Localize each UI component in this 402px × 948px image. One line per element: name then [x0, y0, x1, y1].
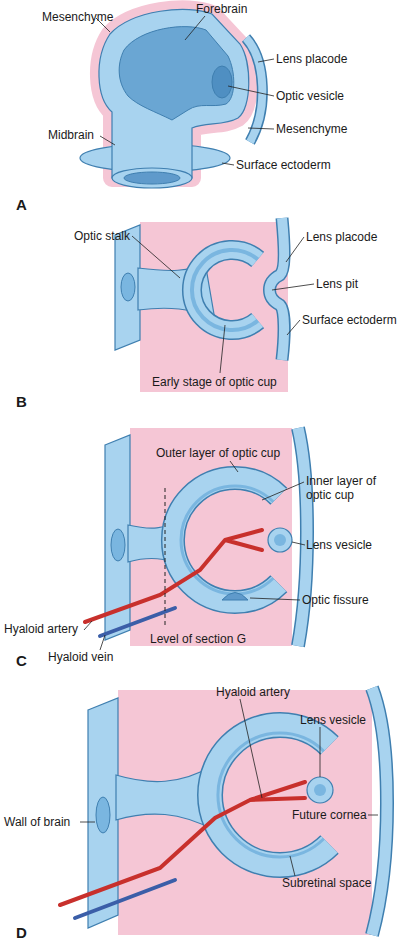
- panel-letter: B: [16, 393, 27, 410]
- panel-letter: C: [16, 652, 27, 669]
- part-label: Surface ectoderm: [302, 313, 397, 327]
- part-label: Surface ectoderm: [236, 158, 331, 172]
- cornea-edge: [372, 688, 387, 935]
- leader-line: [290, 856, 295, 876]
- part-label: Lens vesicle: [300, 713, 366, 727]
- leader-line: [100, 635, 105, 650]
- stalk-lumen: [96, 797, 110, 833]
- forebrain-cavity: [119, 27, 234, 120]
- part-label: Hyaloid artery: [216, 685, 290, 699]
- part-label: Level of section G: [150, 632, 246, 646]
- part-label: Early stage of optic cup: [152, 375, 277, 389]
- part-label: Hyaloid vein: [48, 650, 113, 664]
- leader-line: [368, 815, 378, 816]
- leader-line: [185, 16, 205, 40]
- stalk-lumen: [111, 529, 125, 561]
- part-label: Mesenchyme: [276, 122, 347, 136]
- ectoderm-edge: [246, 38, 262, 142]
- leader-line: [80, 822, 95, 823]
- part-label: Optic stalk: [74, 229, 130, 243]
- leader-line: [287, 320, 300, 335]
- mesenchyme-halo: [99, 9, 249, 178]
- lens-vesicle: [307, 777, 333, 803]
- leader-lines: [80, 16, 378, 876]
- stalk-lumen: [121, 273, 135, 301]
- part-label: Hyaloid artery: [4, 622, 78, 636]
- part-label: Optic vesicle: [276, 89, 344, 103]
- lens-vesicle: [268, 528, 292, 552]
- leader-line: [132, 236, 180, 278]
- leader-line: [286, 237, 304, 262]
- leader-line: [220, 325, 225, 373]
- leader-line: [228, 86, 274, 96]
- part-label: Lens pit: [316, 277, 358, 291]
- optic-cup: [192, 250, 258, 330]
- hyaloid-vein: [75, 880, 175, 918]
- optic-cup-edge: [192, 250, 258, 330]
- brain-tube: [99, 9, 249, 178]
- section-line: [165, 488, 166, 628]
- midbrain-lumen: [124, 172, 180, 184]
- leader-line: [248, 128, 274, 129]
- leader-line: [100, 136, 115, 145]
- part-label: Inner layer of optic cup: [306, 474, 380, 502]
- leader-line: [258, 59, 274, 62]
- leader-line: [222, 163, 234, 165]
- optic-cup-cavity: [192, 250, 258, 330]
- panel-letter: D: [16, 924, 27, 941]
- hyaloid-artery: [60, 782, 305, 905]
- leader-line: [230, 461, 238, 472]
- panel-letter: A: [16, 196, 27, 213]
- part-label: Future cornea: [292, 808, 367, 822]
- part-label: Midbrain: [48, 128, 94, 142]
- brain-wall: [115, 225, 140, 350]
- part-label: Subretinal space: [282, 876, 371, 890]
- leader-line: [262, 482, 304, 500]
- future-cornea: [372, 688, 387, 935]
- leader-line: [84, 621, 92, 630]
- lens-lumen: [274, 534, 286, 546]
- optic-fissure: [222, 593, 248, 601]
- leader-line: [240, 699, 262, 798]
- leader-line: [272, 284, 314, 290]
- hyaloid-vein: [100, 608, 175, 636]
- surface-ectoderm: [298, 428, 307, 646]
- ectoderm-edge: [298, 428, 307, 646]
- optic-vesicle-lumen: [212, 66, 232, 98]
- lens-lumen: [314, 784, 326, 796]
- midbrain-end: [112, 168, 192, 188]
- part-label: Forebrain: [196, 2, 247, 16]
- part-label: Mesenchyme: [42, 10, 113, 24]
- part-label: Outer layer of optic cup: [156, 446, 280, 460]
- part-label: Lens placode: [276, 52, 347, 66]
- part-label: Optic fissure: [302, 593, 369, 607]
- surface-ectoderm: [246, 38, 262, 142]
- part-label: Lens placode: [306, 230, 377, 244]
- leader-line: [320, 727, 321, 777]
- leader-line: [250, 598, 300, 600]
- leader-line: [292, 542, 305, 545]
- part-label: Wall of brain: [4, 815, 70, 829]
- part-label: Lens vesicle: [306, 538, 372, 552]
